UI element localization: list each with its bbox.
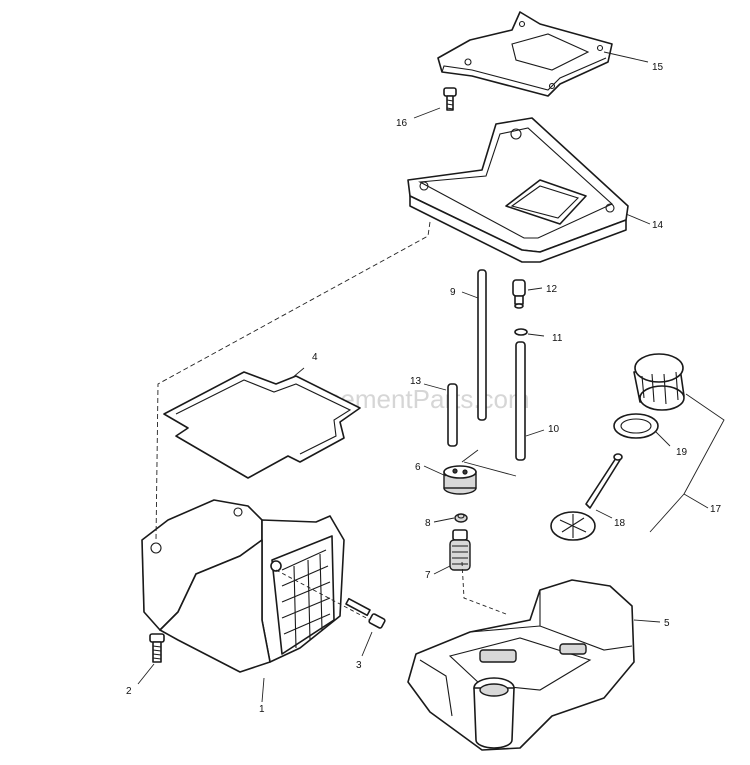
- leader-17: [649, 393, 725, 533]
- callout-5: 5: [664, 618, 670, 629]
- callout-8: 8: [425, 518, 431, 529]
- callout-9: 9: [450, 287, 456, 298]
- callout-13: 13: [410, 376, 422, 387]
- part-15-bracket-plate[interactable]: [437, 11, 613, 97]
- callout-6: 6: [415, 462, 421, 473]
- callout-19: 19: [676, 447, 688, 458]
- leader-11: [527, 333, 545, 337]
- leader-15: [603, 51, 649, 63]
- part-2-screw[interactable]: [149, 633, 165, 663]
- leader-9: [461, 291, 479, 299]
- callout-17: 17: [710, 504, 722, 515]
- part-11-small-oring[interactable]: [514, 328, 528, 336]
- part-3-bolt[interactable]: [345, 597, 386, 629]
- callout-11: 11: [552, 333, 563, 344]
- part-4-gasket-sheet[interactable]: [163, 371, 361, 479]
- leader-2: [137, 663, 155, 685]
- part-1-housing[interactable]: [141, 499, 345, 673]
- leader-5: [633, 619, 661, 623]
- leader-18: [595, 509, 613, 519]
- part-14-gasket-frame[interactable]: [407, 117, 629, 263]
- part-17-cap-assembly[interactable]: [550, 353, 685, 541]
- callout-2: 2: [126, 686, 132, 697]
- leader-8: [433, 517, 455, 523]
- callout-12: 12: [546, 284, 558, 295]
- part-12-fitting[interactable]: [512, 279, 526, 309]
- part-18-dipstick[interactable]: [550, 453, 623, 541]
- part-5-fuel-tank[interactable]: [407, 579, 635, 751]
- part-13-short-tube[interactable]: [447, 383, 458, 447]
- part-16-screw[interactable]: [443, 87, 457, 111]
- part-10-tube[interactable]: [515, 341, 526, 461]
- callout-18: 18: [614, 518, 626, 529]
- callout-16: 16: [396, 118, 408, 129]
- leader-14: [625, 213, 651, 225]
- leader-19: [655, 431, 671, 447]
- callout-3: 3: [356, 660, 362, 671]
- assembly-line-bolt: [275, 569, 371, 621]
- part-19-cap-gasket[interactable]: [613, 413, 659, 439]
- callout-1: 1: [259, 704, 265, 715]
- callout-10: 10: [548, 424, 560, 435]
- part-9-long-tube[interactable]: [477, 269, 487, 421]
- assembly-line-left: [155, 221, 431, 541]
- leader-13: [423, 383, 447, 391]
- leader-1: [261, 677, 265, 703]
- callout-4: 4: [312, 352, 318, 363]
- leader-3: [361, 631, 373, 657]
- leader-4: [291, 367, 305, 379]
- assembly-line-filter: [461, 561, 507, 615]
- assembly-line-grommet: [461, 449, 517, 477]
- part-7-fuel-filter[interactable]: [449, 529, 471, 571]
- leader-10: [525, 429, 545, 437]
- leader-16: [413, 107, 441, 119]
- part-8-small-ring[interactable]: [454, 513, 468, 523]
- leader-6: [423, 465, 447, 477]
- callout-7: 7: [425, 570, 431, 581]
- callout-15: 15: [652, 62, 664, 73]
- leader-7: [433, 565, 451, 575]
- part-cap[interactable]: [633, 353, 685, 411]
- part-6-grommet[interactable]: [443, 465, 477, 495]
- callout-14: 14: [652, 220, 664, 231]
- leader-12: [527, 287, 543, 291]
